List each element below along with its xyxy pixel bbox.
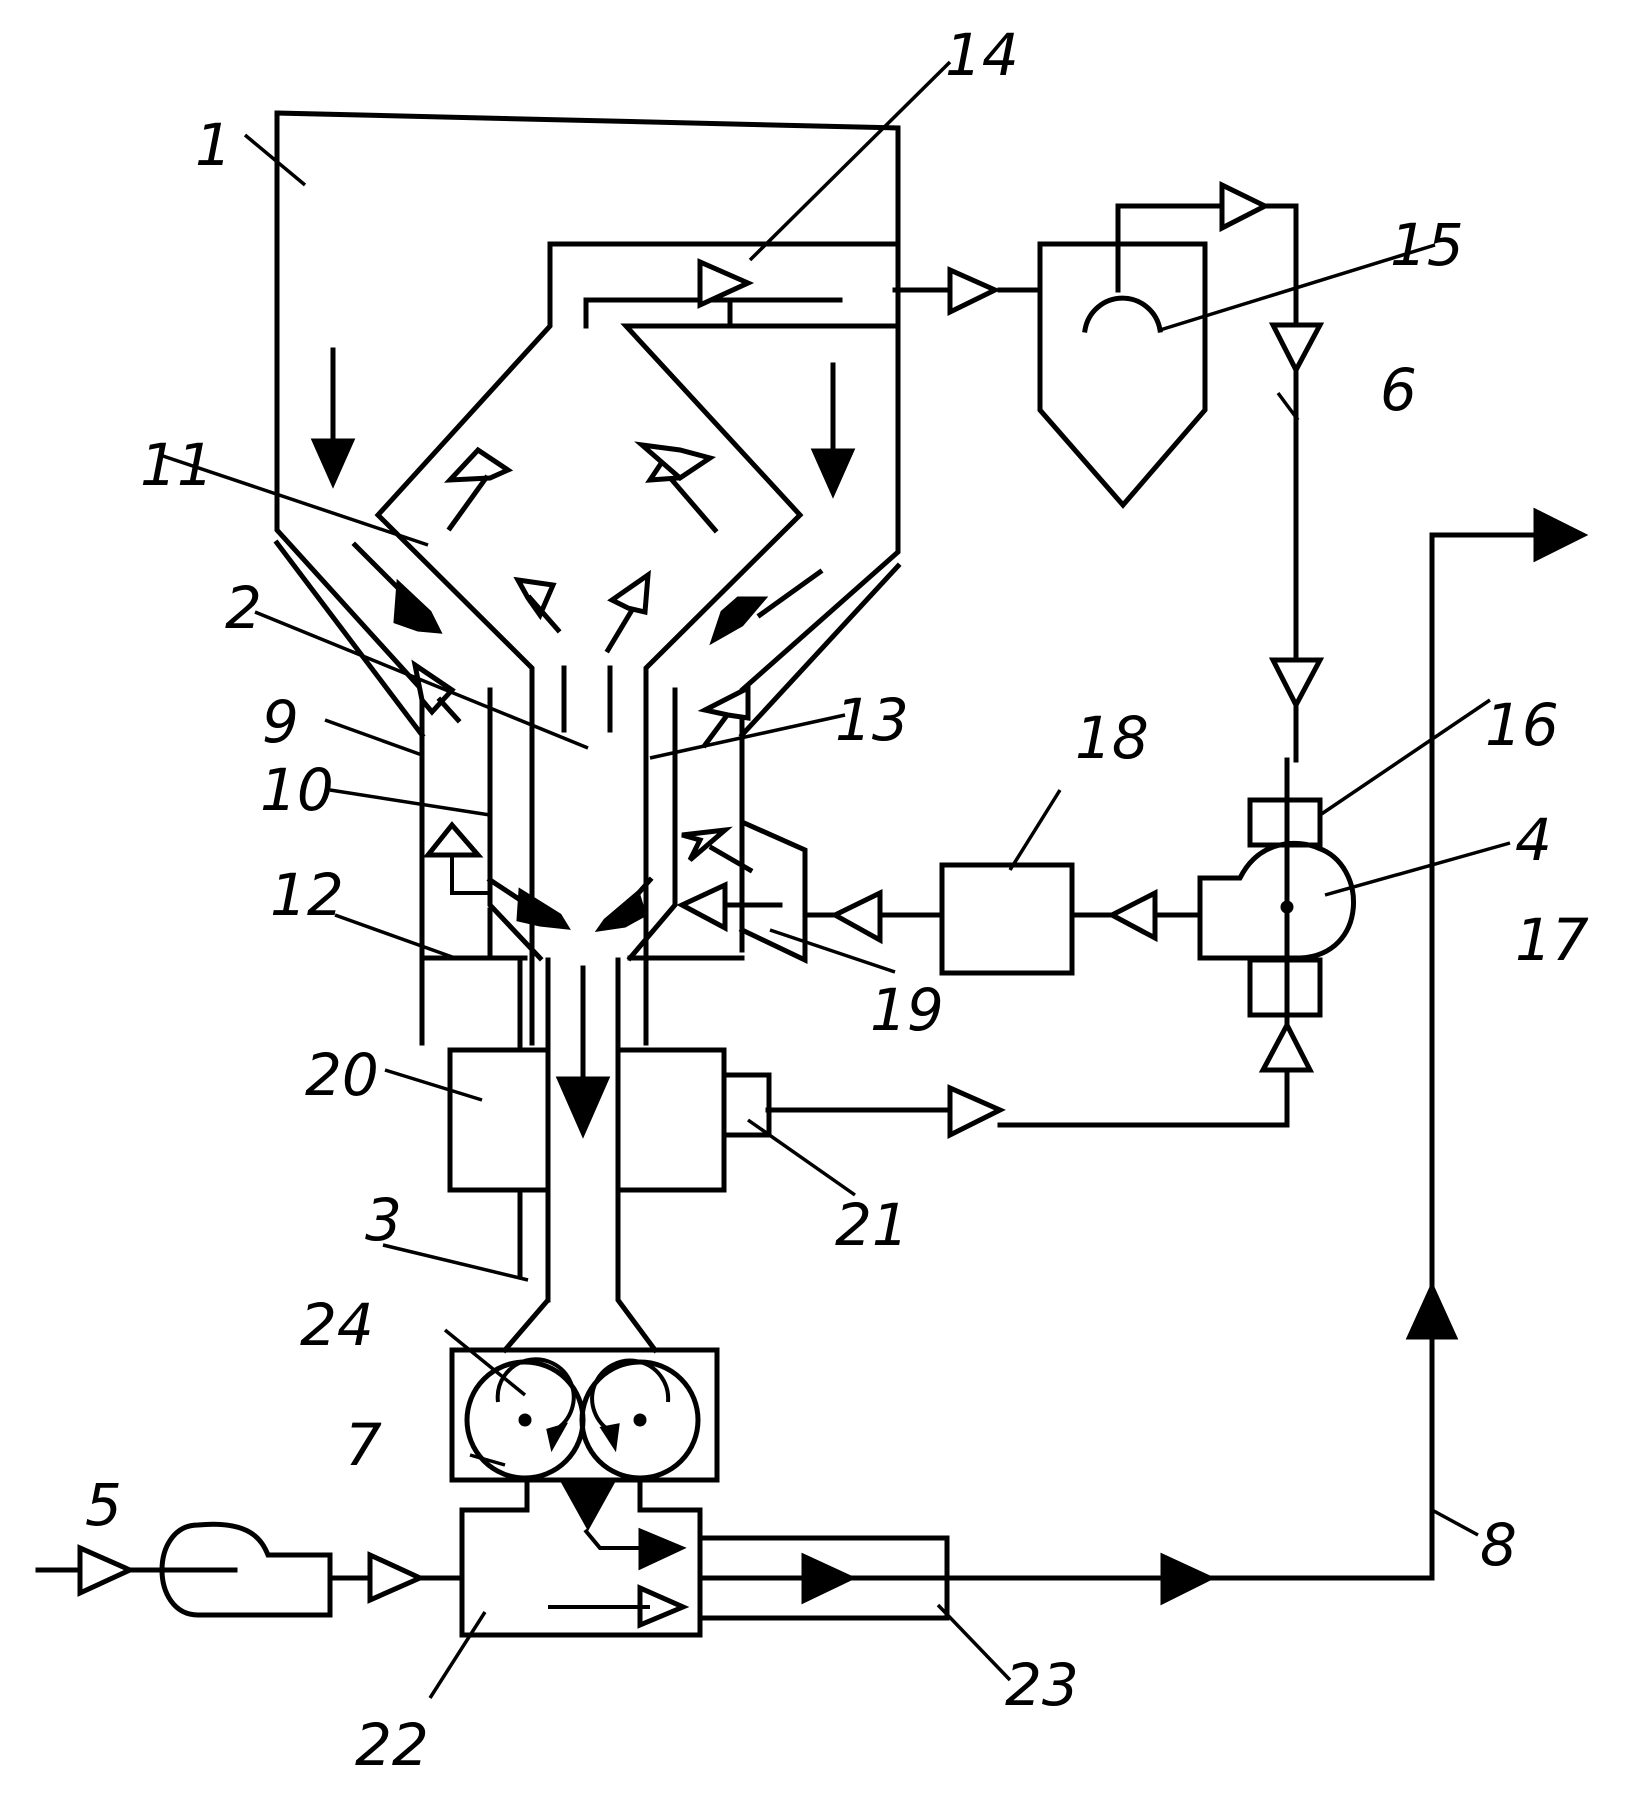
block-21-sensor (724, 1075, 769, 1135)
label-8: 8 (1480, 1511, 1517, 1579)
arrow-left-open-icon (682, 885, 725, 928)
reference-labels: 1 2 3 4 5 6 7 8 9 10 11 12 13 14 15 16 1… (85, 21, 1589, 1779)
label-5: 5 (85, 1471, 122, 1539)
label-12: 12 (270, 861, 344, 929)
inner-cone-separator (378, 244, 895, 1043)
arrow-up-open-icon (518, 580, 553, 615)
arrow-right-open-icon (370, 1555, 420, 1600)
solid-flow-arrows (313, 350, 1585, 1603)
arrow-left-open-icon (835, 893, 880, 940)
label-11: 11 (140, 431, 214, 499)
arrow-up-open-icon (705, 688, 748, 718)
arrow-up-open-icon (428, 825, 478, 855)
label-22: 22 (355, 1711, 429, 1779)
label-19: 19 (870, 976, 944, 1044)
arrow-right-solid-icon (1162, 1555, 1212, 1603)
arrow-right-solid-icon (803, 1555, 853, 1602)
arrow-left-open-icon (682, 830, 725, 860)
label-10: 10 (260, 756, 334, 824)
arrow-right-solid-icon (640, 1530, 683, 1568)
arrow-diag-solid-icon (712, 598, 765, 642)
block-18 (942, 865, 1072, 973)
arrow-right-open-icon (950, 1088, 1000, 1135)
arrow-down-solid-icon (558, 1078, 608, 1135)
down-pipe-3 (505, 960, 655, 1350)
arrow-down-solid-icon (813, 450, 853, 495)
label-15: 15 (1390, 211, 1464, 279)
label-6: 6 (1380, 356, 1417, 424)
arrow-right-open-icon (950, 270, 995, 312)
arrow-down-open-icon (1273, 325, 1320, 370)
label-9: 9 (262, 688, 299, 756)
label-2: 2 (225, 574, 262, 642)
label-4: 4 (1515, 806, 1552, 874)
arrow-up-solid-icon (1408, 1285, 1456, 1338)
arrow-down-open-icon (1273, 660, 1320, 705)
label-14: 14 (945, 21, 1019, 89)
arrow-up-open-icon (450, 450, 508, 480)
label-23: 23 (1005, 1651, 1079, 1719)
label-13: 13 (835, 686, 909, 754)
arrow-diag-solid-icon (518, 890, 568, 928)
label-18: 18 (1075, 704, 1149, 772)
arrow-down-solid-icon (313, 440, 353, 485)
label-24: 24 (300, 1291, 374, 1359)
arrow-up-open-icon (1263, 1025, 1310, 1070)
arrow-diag-solid-icon (598, 892, 645, 930)
label-20: 20 (305, 1041, 379, 1109)
label-7: 7 (345, 1411, 382, 1479)
arrow-up-open-icon (612, 575, 648, 612)
arrow-left-open-icon (1112, 893, 1155, 938)
arrow-right-open-icon (1222, 185, 1265, 228)
label-1: 1 (195, 111, 232, 179)
arrow-down-solid-icon (563, 1483, 613, 1528)
label-17: 17 (1515, 906, 1589, 974)
output-line-8 (947, 535, 1535, 1578)
block-21-body (618, 1050, 724, 1190)
arrow-diag-solid-icon (395, 582, 440, 632)
label-3: 3 (365, 1186, 402, 1254)
arrow-right-open-icon (80, 1548, 130, 1593)
open-flow-arrows (80, 185, 1320, 1625)
label-21: 21 (835, 1191, 909, 1259)
arrow-right-solid-icon (1535, 510, 1585, 560)
block-20 (450, 1050, 548, 1190)
label-16: 16 (1485, 691, 1559, 759)
